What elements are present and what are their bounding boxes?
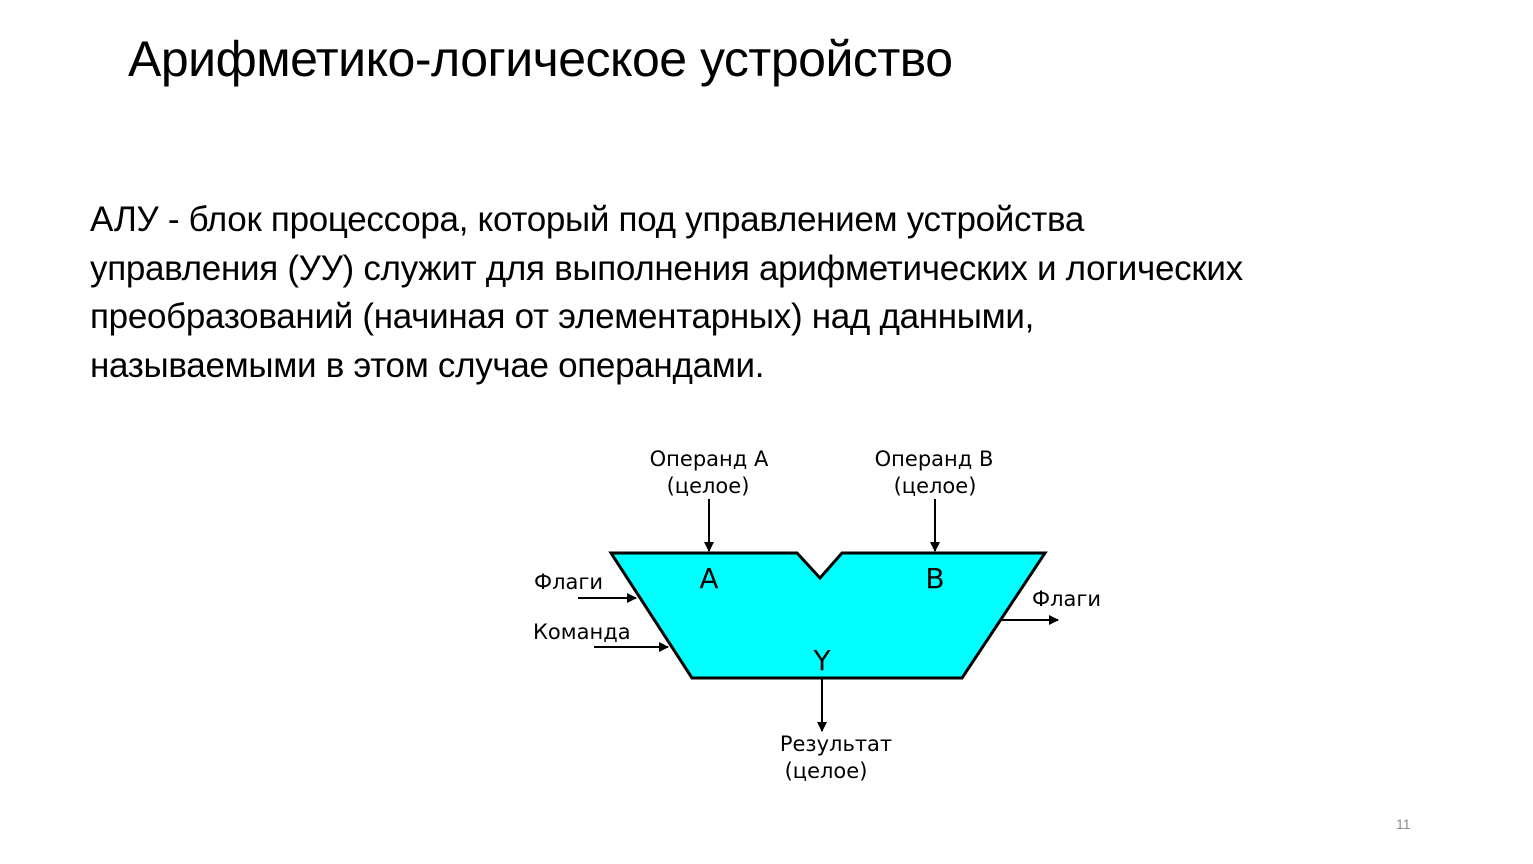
port-a-label: A <box>699 562 718 595</box>
flags-out-label: Флаги <box>1032 587 1101 611</box>
body-line: управления (УУ) служит для выполнения ар… <box>90 248 1243 288</box>
operand-a-type: (целое) <box>667 474 750 498</box>
slide-title: Арифметико-логическое устройство <box>128 31 953 87</box>
result-type: (целое) <box>785 759 868 783</box>
slide-body-text: АЛУ - блок процессора, который под управ… <box>90 196 1243 390</box>
operand-b-label: Операнд B <box>875 447 994 471</box>
port-b-label: B <box>925 562 944 595</box>
body-line: АЛУ - блок процессора, который под управ… <box>90 200 1085 239</box>
port-y-label: Y <box>812 644 831 677</box>
body-line: преобразований (начиная от элементарных)… <box>90 297 1035 336</box>
operand-b-type: (целое) <box>894 474 977 498</box>
result-label: Результат <box>780 732 892 756</box>
flags-in-label: Флаги <box>534 570 603 594</box>
operand-a-label: Операнд A <box>650 447 769 471</box>
command-label: Команда <box>533 620 631 644</box>
body-line: называемыми в этом случае операндами. <box>90 345 765 385</box>
alu-shape <box>608 551 1048 680</box>
page-number: 11 <box>1396 816 1411 832</box>
